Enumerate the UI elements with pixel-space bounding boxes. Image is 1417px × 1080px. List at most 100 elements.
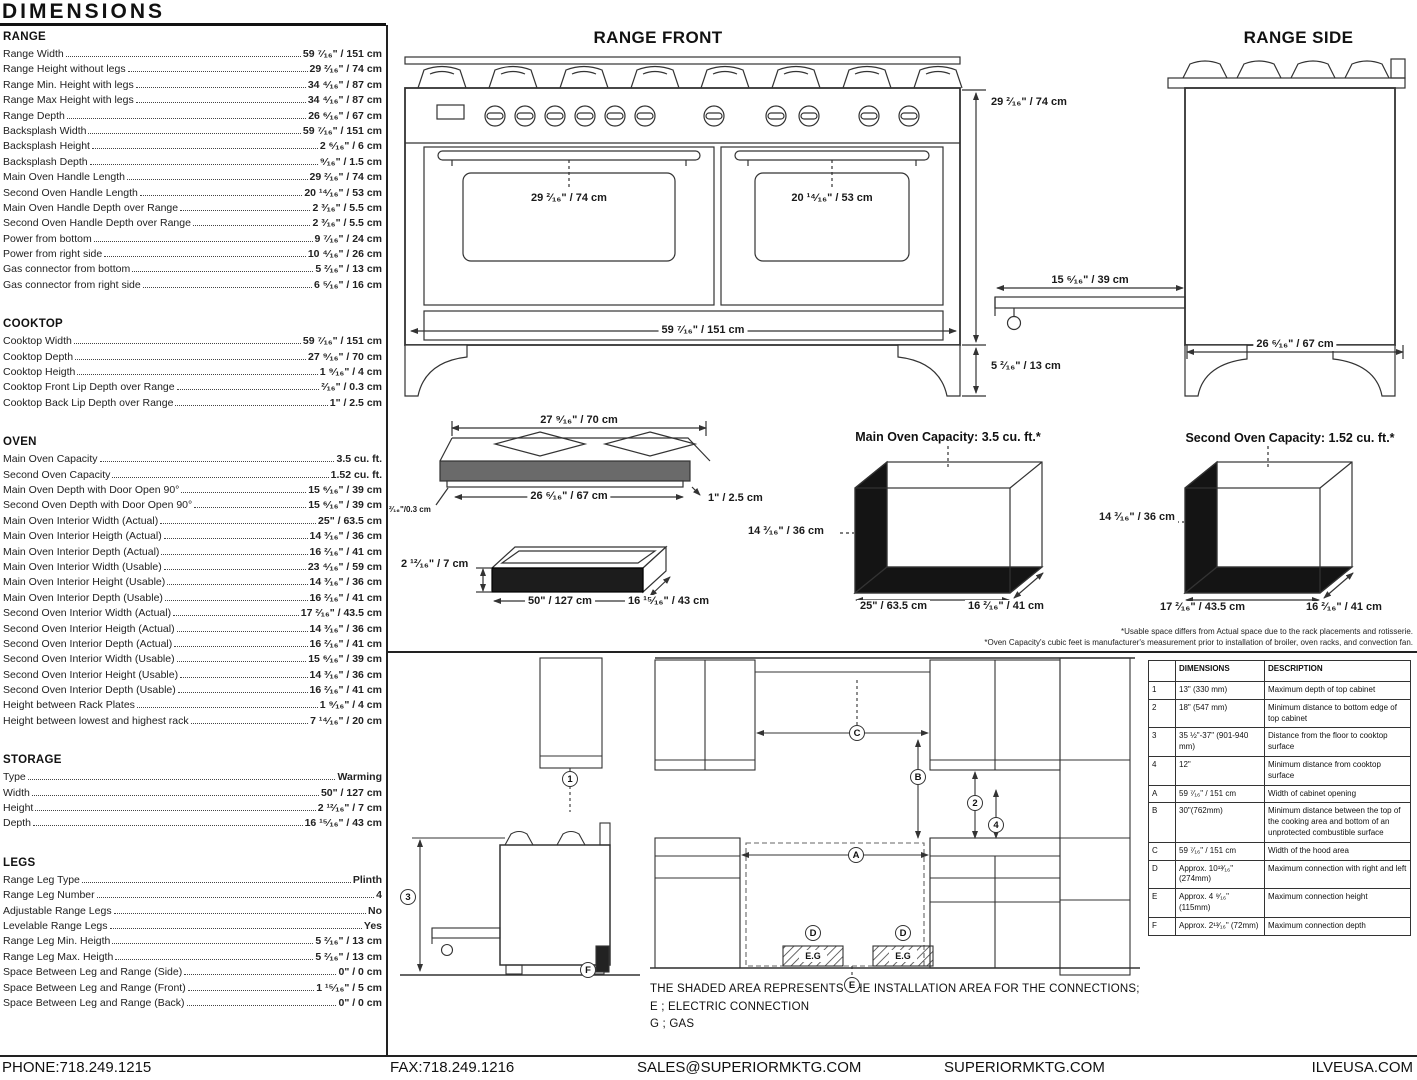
spec-value: 1.52 cu. ft.	[330, 468, 382, 481]
table-cell-dimensions: 12"	[1175, 755, 1265, 786]
dotted-leader	[93, 240, 313, 242]
spec-value: 16 ¹⁵⁄₁₆" / 43 cm	[304, 817, 382, 830]
spec-row: Width 50" / 127 cm	[3, 786, 382, 801]
dotted-leader	[174, 645, 308, 647]
spec-row: Range Leg Max. Heigth 5 ²⁄₁₆" / 13 cm	[3, 950, 382, 965]
spec-row: Cooktop Depth 27 ⁹⁄₁₆" / 70 cm	[3, 350, 382, 365]
spec-row: Backsplash Height 2 ⁶⁄₁₆" / 6 cm	[3, 139, 382, 154]
spec-value: 16 ²⁄₁₆" / 41 cm	[309, 591, 382, 604]
range-side-drawing	[994, 58, 1406, 397]
callout-2: 2	[967, 795, 983, 811]
spec-value: 59 ⁷⁄₁₆" / 151 cm	[302, 48, 382, 60]
dotted-leader	[163, 568, 306, 570]
spec-row: Power from bottom 9 ⁷⁄₁₆" / 24 cm	[3, 232, 382, 247]
callout-E: E	[844, 977, 860, 993]
dotted-leader	[115, 958, 314, 960]
spec-row: Backsplash Width 59 ⁷⁄₁₆" / 151 cm	[3, 124, 382, 139]
dotted-leader	[187, 989, 315, 991]
electric-gas-zone-label-left: E.G	[799, 950, 827, 962]
spec-value: 29 ²⁄₁₆" / 74 cm	[309, 171, 382, 184]
spec-label: Second Oven Interior Depth (Usable)	[3, 684, 176, 697]
table-cell-description: Minimum distance from cooktop surface	[1264, 755, 1411, 786]
dotted-leader	[142, 286, 312, 288]
spec-row: Main Oven Interior Depth (Actual) 16 ²⁄₁…	[3, 545, 382, 560]
spec-value: 1 ⁹⁄₁₆" / 4 cm	[319, 366, 382, 379]
title-underline	[0, 23, 386, 26]
spec-label: Gas connector from right side	[3, 278, 141, 291]
table-cell-dimensions: Approx. 10¹³⁄₁₆" (274mm)	[1175, 859, 1265, 890]
spec-label: Main Oven Handle Depth over Range	[3, 201, 179, 214]
table-cell-id: 1	[1148, 681, 1176, 700]
spec-value: 34 ⁴⁄₁₆" / 87 cm	[307, 94, 382, 107]
spec-label: Power from right side	[3, 248, 103, 261]
shaded-area-note: THE SHADED AREA REPRESENTS THE INSTALLAT…	[650, 983, 1140, 995]
spec-label: Space Between Leg and Range (Side)	[3, 966, 183, 979]
spec-label: Power from bottom	[3, 232, 92, 245]
spec-row: Height 2 ¹²⁄₁₆" / 7 cm	[3, 801, 382, 816]
spec-value: 14 ³⁄₁₆" / 36 cm	[309, 530, 382, 543]
spec-row: Second Oven Interior Height (Usable) 14 …	[3, 668, 382, 683]
spec-value: 1" / 2.5 cm	[329, 396, 382, 409]
spec-label: Width	[3, 786, 30, 799]
table-cell-description: Minimum distance between the top of the …	[1264, 802, 1411, 843]
spec-label: Cooktop Width	[3, 335, 72, 348]
main-oven-capacity-drawing	[840, 446, 1044, 603]
spec-row: Range Leg Min. Heigth 5 ²⁄₁₆" / 13 cm	[3, 934, 382, 949]
spec-row: Gas connector from bottom 5 ²⁄₁₆" / 13 c…	[3, 262, 382, 277]
spec-section-legs: LEGS Range Leg Type Plinth Range Leg Num…	[3, 857, 382, 1012]
callout-F: F	[580, 962, 596, 978]
spec-label: Backsplash Depth	[3, 155, 88, 168]
spec-row: Main Oven Handle Length 29 ²⁄₁₆" / 74 cm	[3, 170, 382, 185]
spec-label: Main Oven Handle Length	[3, 171, 125, 184]
range-side-title: RANGE SIDE	[1243, 28, 1354, 47]
spec-label: Second Oven Depth with Door Open 90°	[3, 499, 193, 512]
table-cell-id: A	[1148, 784, 1176, 804]
spec-row: Main Oven Interior Heigth (Actual) 14 ³⁄…	[3, 529, 382, 544]
table-cell-dimensions: Approx. 4 ⁹⁄₁₆" (115mm)	[1175, 888, 1265, 918]
table-cell-dimensions: 30"(762mm)	[1175, 802, 1265, 843]
dotted-leader	[139, 194, 303, 196]
dotted-leader	[180, 209, 311, 211]
table-cell-id: F	[1148, 916, 1176, 936]
dotted-leader	[104, 256, 306, 258]
spec-row: Space Between Leg and Range (Back) 0" / …	[3, 996, 382, 1011]
table-header-description: DESCRIPTION	[1264, 660, 1411, 682]
table-row: A 59 ⁷⁄₁₆" / 151 cm Width of cabinet ope…	[1148, 784, 1411, 804]
table-row: 2 18" (547 mm) Minimum distance to botto…	[1148, 698, 1411, 729]
table-row: B 30"(762mm) Minimum distance between th…	[1148, 802, 1411, 843]
spec-value: 20 ¹⁴⁄₁₆" / 53 cm	[304, 186, 382, 199]
spec-label: Second Oven Interior Depth (Actual)	[3, 637, 173, 650]
table-cell-id: 3	[1148, 727, 1176, 757]
range-side-depth-dim: 26 ⁶⁄₁₆" / 67 cm	[1253, 338, 1337, 351]
footer-divider	[0, 1055, 1417, 1057]
section-title-cooktop: COOKTOP	[3, 318, 64, 331]
spec-value: 3.5 cu. ft.	[336, 453, 382, 466]
table-cell-dimensions: 35 ½"-37" (901-940 mm)	[1175, 727, 1265, 757]
spec-value: 14 ³⁄₁₆" / 36 cm	[309, 576, 382, 589]
dotted-leader	[173, 615, 299, 617]
middle-divider	[388, 651, 1417, 653]
table-cell-description: Width of the hood area	[1264, 841, 1411, 861]
spec-value: 14 ³⁄₁₆" / 36 cm	[309, 622, 382, 635]
spec-label: Second Oven Handle Depth over Range	[3, 217, 191, 230]
callout-1: 1	[562, 771, 578, 787]
table-row: C 59 ⁷⁄₁₆" / 151 cm Width of the hood ar…	[1148, 841, 1411, 861]
spec-value: 16 ²⁄₁₆" / 41 cm	[309, 637, 382, 650]
callout-D-left: D	[805, 925, 821, 941]
table-row: F Approx. 2¹³⁄₁₆" (72mm) Maximum connect…	[1148, 916, 1411, 936]
installation-table: DIMENSIONS DESCRIPTION 1 13" (330 mm) Ma…	[1148, 660, 1411, 936]
spec-label: Second Oven Interior Width (Usable)	[3, 653, 175, 666]
spec-label: Main Oven Interior Width (Usable)	[3, 560, 162, 573]
spec-value: 5 ²⁄₁₆" / 13 cm	[315, 950, 382, 963]
spec-row: Second Oven Handle Length 20 ¹⁴⁄₁₆" / 53…	[3, 186, 382, 201]
cooktop-front-lip-dim: ²⁄₁₆"/0.3 cm	[388, 503, 432, 516]
section-title-oven: OVEN	[3, 436, 37, 449]
page-title: DIMENSIONS	[2, 0, 166, 23]
spec-value: 5 ²⁄₁₆" / 13 cm	[315, 263, 382, 276]
dotted-leader	[176, 630, 308, 632]
spec-section-storage: STORAGE Type Warming Width 50" / 127 cm	[3, 754, 382, 832]
spec-section-oven: OVEN Main Oven Capacity 3.5 cu. ft. Seco…	[3, 436, 382, 729]
table-cell-id: C	[1148, 841, 1176, 861]
dotted-leader	[96, 897, 375, 899]
dotted-leader	[136, 707, 318, 709]
